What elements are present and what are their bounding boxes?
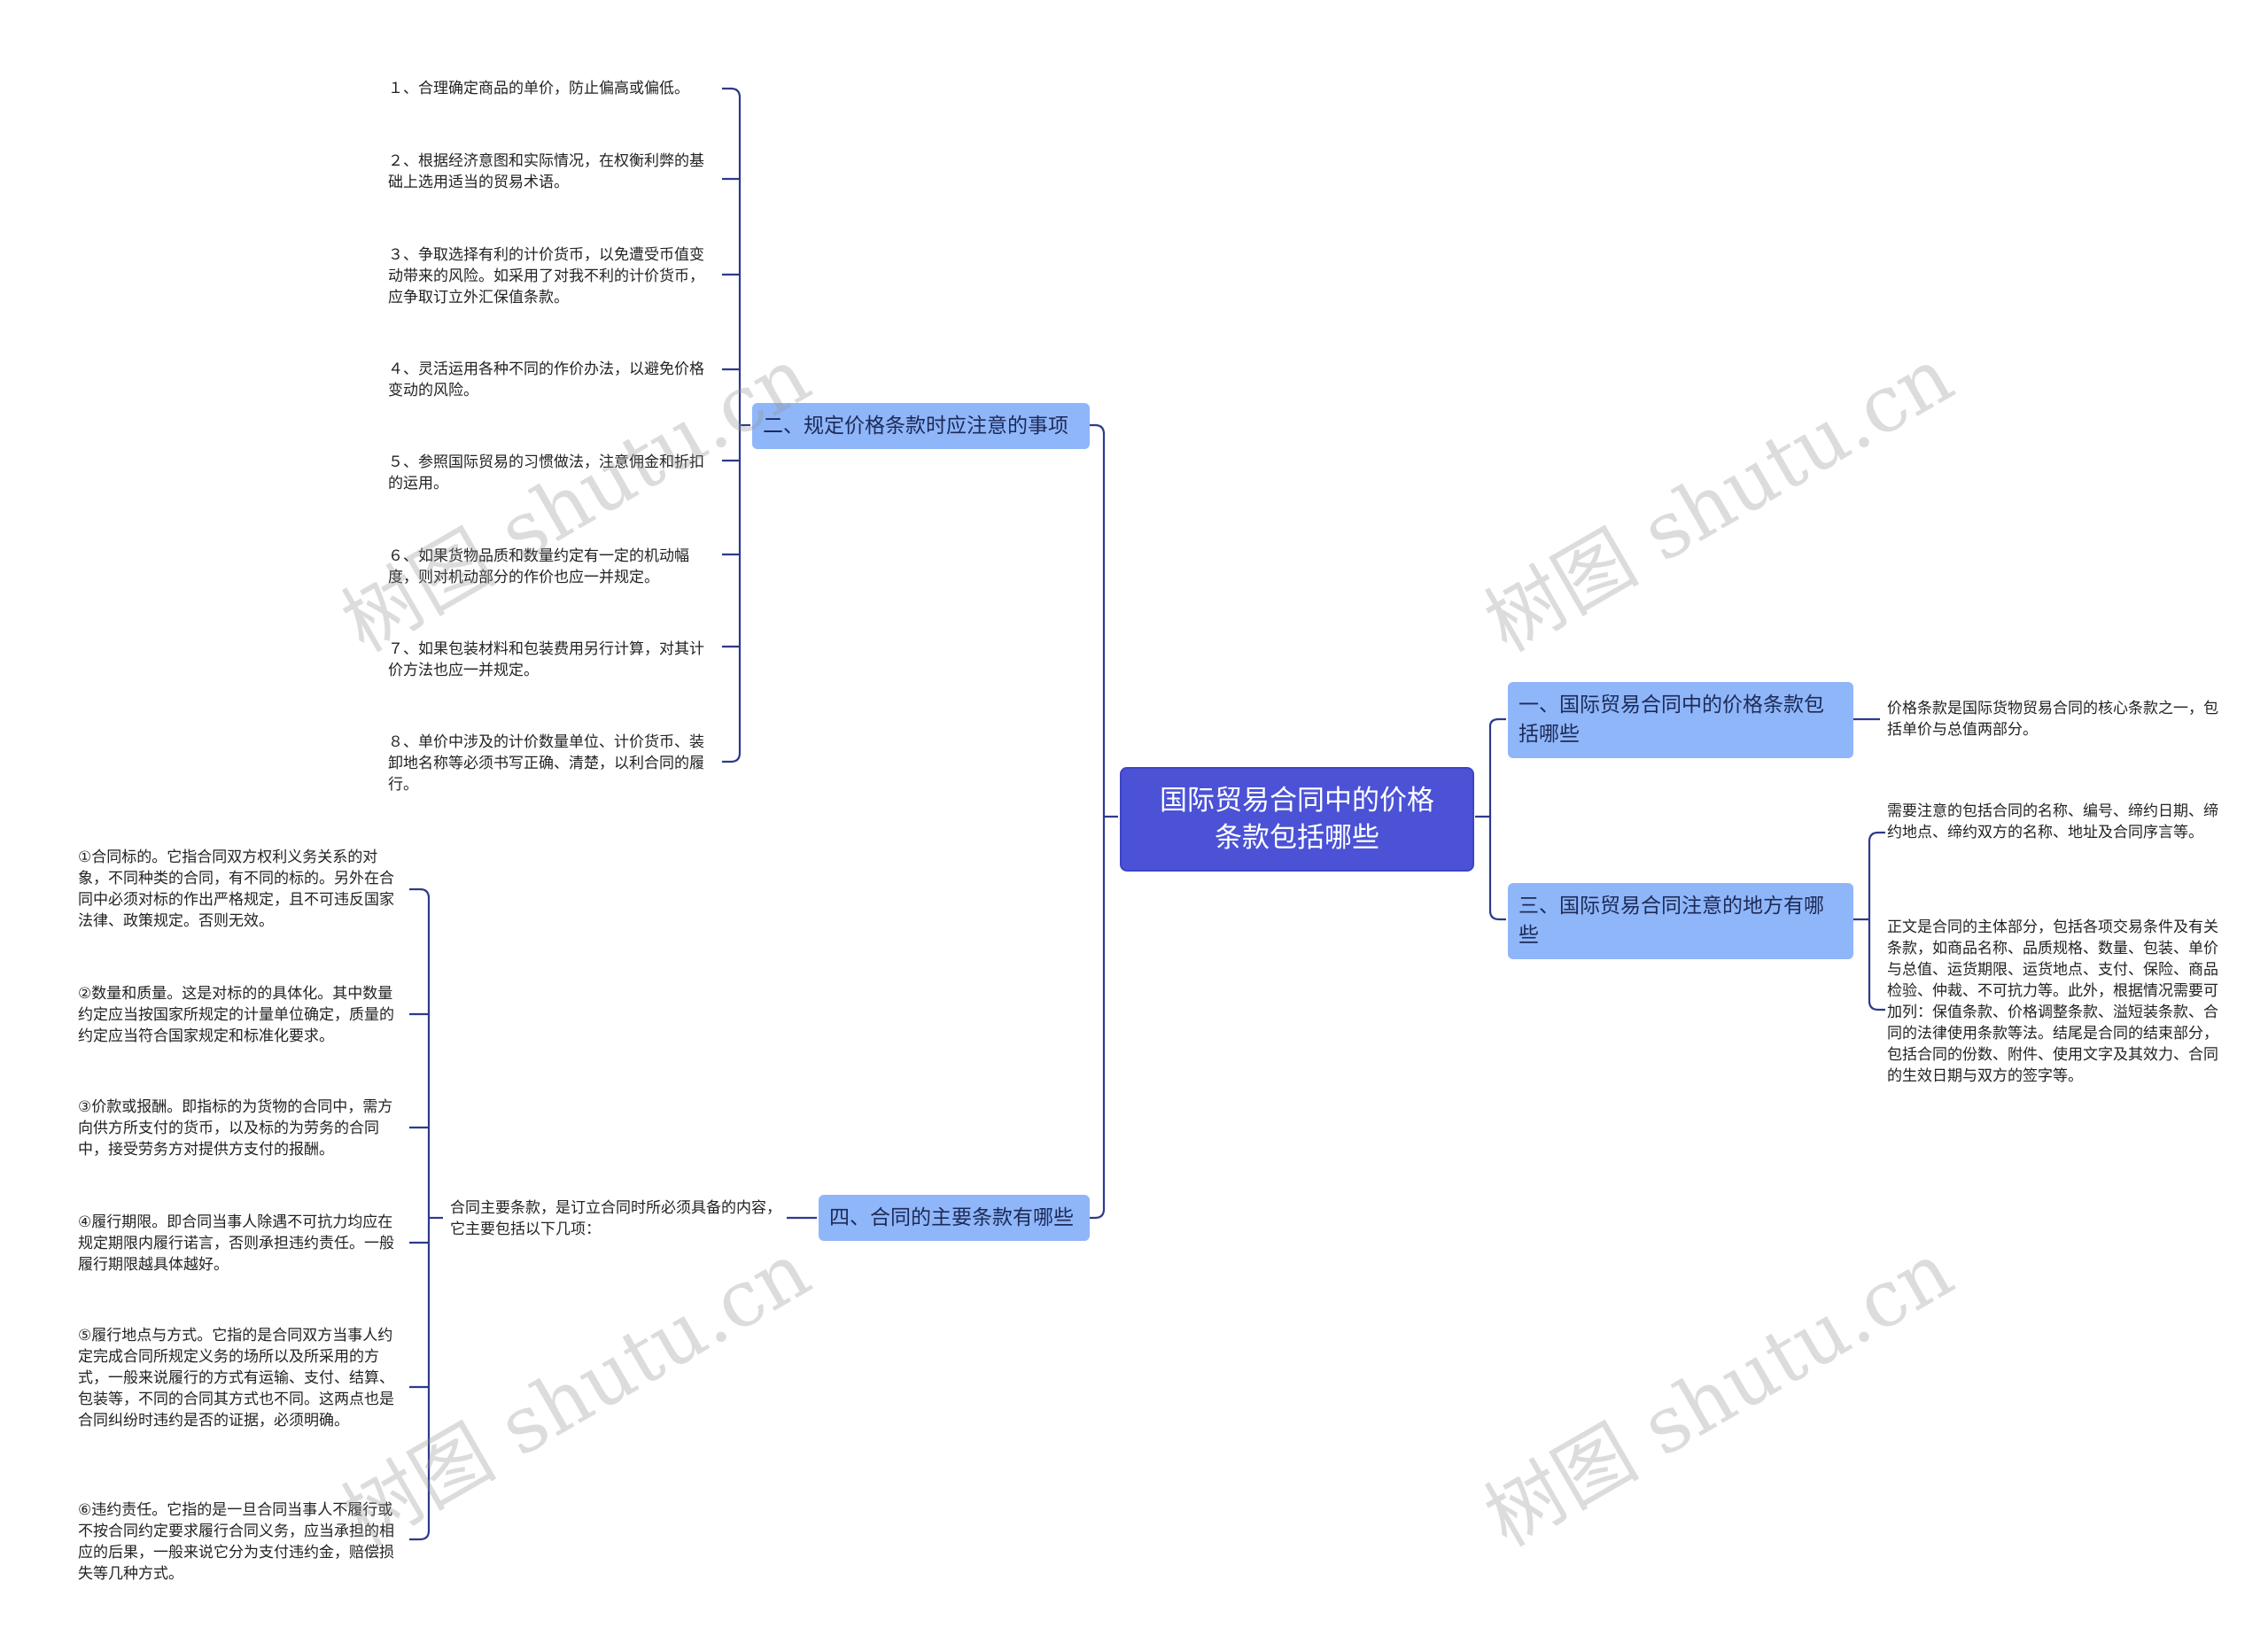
branch-price-clause-notes[interactable]: 二、规定价格条款时应注意的事项: [752, 403, 1090, 449]
root-topic[interactable]: 国际贸易合同中的价格条款包括哪些: [1120, 767, 1474, 872]
list-item: ②数量和质量。这是对标的的具体化。其中数量约定应当按国家所规定的计量单位确定，质…: [78, 985, 394, 1045]
list-item: ７、如果包装材料和包装费用另行计算，对其计价方法也应一并规定。: [388, 640, 704, 679]
root-topic-label: 国际贸易合同中的价格条款包括哪些: [1160, 785, 1434, 854]
list-item: ③价款或报酬。即指标的为货物的合同中，需方向供方所支付的货币，以及标的为劳务的合…: [78, 1098, 393, 1159]
list-item: １、合理确定商品的单价，防止偏高或偏低。: [388, 80, 689, 97]
list-item: ①合同标的。它指合同双方权利义务关系的对象，不同种类的合同，有不同的标的。另外在…: [78, 849, 394, 930]
list-item: ６、如果货物品质和数量约定有一定的机动幅度，则对机动部分的作价也应一并规定。: [388, 547, 689, 586]
list-item: ⑥违约责任。它指的是一旦合同当事人不履行或不按合同约定要求履行合同义务，应当承担…: [78, 1501, 394, 1583]
list-item: 正文是合同的主体部分，包括各项交易条件及有关条款，如商品名称、品质规格、数量、包…: [1887, 918, 2218, 1085]
branch-price-clause-contents[interactable]: 一、国际贸易合同中的价格条款包括哪些: [1508, 682, 1853, 758]
branch-main-contract-terms[interactable]: 四、合同的主要条款有哪些: [819, 1195, 1090, 1241]
branch-label: 二、规定价格条款时应注意的事项: [763, 414, 1068, 438]
list-item: 需要注意的包括合同的名称、编号、缔约日期、缔约地点、缔约双方的名称、地址及合同序…: [1887, 802, 2218, 841]
list-item: ４、灵活运用各种不同的作价办法，以避免价格变动的风险。: [388, 360, 704, 399]
branch-label: 三、国际贸易合同注意的地方有哪些: [1518, 895, 1824, 947]
list-item: 价格条款是国际货物贸易合同的核心条款之一，包括单价与总值两部分。: [1887, 700, 2218, 739]
list-item: ５、参照国际贸易的习惯做法，注意佣金和折扣的运用。: [388, 453, 704, 492]
list-item: ８、单价中涉及的计价数量单位、计价货币、装卸地名称等必须书写正确、清楚，以利合同…: [388, 733, 704, 794]
branch-label: 一、国际贸易合同中的价格条款包括哪些: [1518, 694, 1824, 746]
branch-contract-attention-points[interactable]: 三、国际贸易合同注意的地方有哪些: [1508, 883, 1853, 959]
list-item: ④履行期限。即合同当事人除遇不可抗力均应在规定期限内履行诺言，否则承担违约责任。…: [78, 1213, 394, 1274]
list-item: ３、争取选择有利的计价货币，以免遭受币值变动带来的风险。如采用了对我不利的计价货…: [388, 246, 704, 306]
list-item: ⑤履行地点与方式。它指的是合同双方当事人约定完成合同所规定义务的场所以及所采用的…: [78, 1327, 394, 1430]
branch-label: 四、合同的主要条款有哪些: [829, 1205, 1074, 1229]
list-item: ２、根据经济意图和实际情况，在权衡利弊的基础上选用适当的贸易术语。: [388, 152, 704, 191]
main-terms-intro: 合同主要条款，是订立合同时所必须具备的内容，它主要包括以下几项：: [450, 1199, 781, 1238]
